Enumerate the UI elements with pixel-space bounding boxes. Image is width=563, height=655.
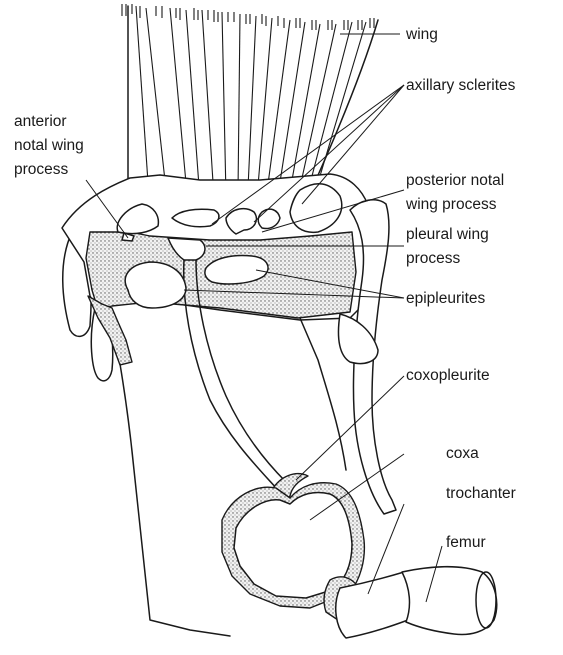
label-pleural-line1: pleural wing: [406, 226, 489, 243]
label-coxopleurite: coxopleurite: [406, 367, 490, 384]
thorax-drawing: [62, 174, 497, 638]
label-coxa: coxa: [446, 445, 479, 462]
label-pleural-line2: process: [406, 250, 461, 267]
label-femur: femur: [446, 534, 486, 551]
label-anterior-line3: process: [14, 161, 69, 178]
label-epipleurites: epipleurites: [406, 290, 486, 307]
label-trochanter: trochanter: [446, 485, 516, 502]
label-anterior-line1: anterior: [14, 113, 67, 130]
label-anterior-line2: notal wing: [14, 137, 84, 154]
label-wing: wing: [405, 26, 438, 43]
label-posterior-line2: wing process: [405, 196, 497, 213]
label-posterior-line1: posterior notal: [406, 172, 504, 189]
label-axillary-sclerites: axillary sclerites: [406, 77, 516, 94]
